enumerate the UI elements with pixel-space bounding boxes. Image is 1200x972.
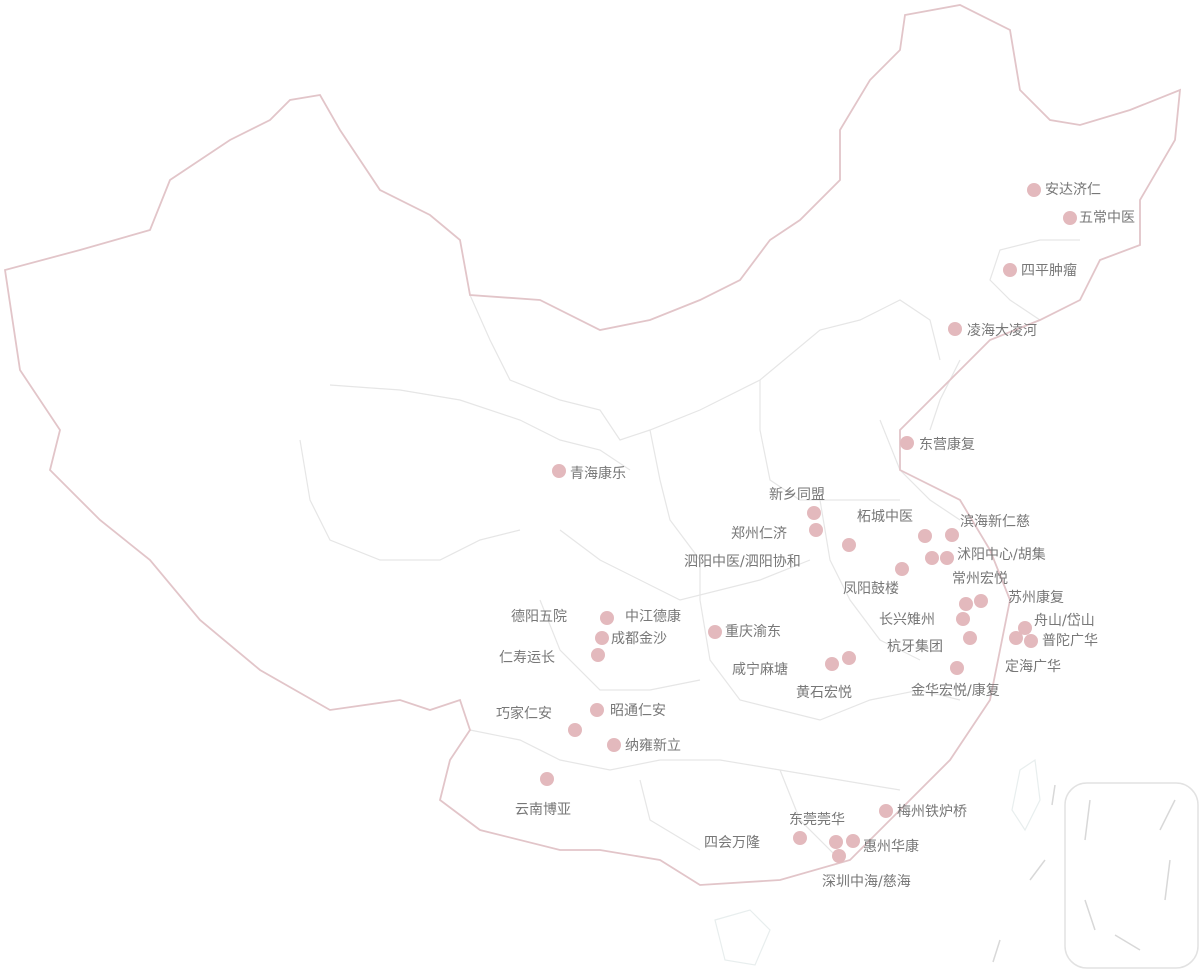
marker-label: 重庆渝东 xyxy=(725,624,781,640)
marker-label: 东营康复 xyxy=(919,437,975,453)
marker-label: 凤阳鼓楼 xyxy=(843,581,899,597)
marker-label: 昭通仁安 xyxy=(610,703,666,719)
map-marker[interactable] xyxy=(842,651,856,665)
map-marker[interactable] xyxy=(607,738,621,752)
marker-label: 普陀广华 xyxy=(1042,633,1098,649)
marker-label: 东莞莞华 xyxy=(789,812,845,828)
marker-label: 梅州铁炉桥 xyxy=(897,804,967,820)
marker-label: 柘城中医 xyxy=(857,509,913,525)
map-marker[interactable] xyxy=(1018,621,1032,635)
marker-label: 德阳五院 xyxy=(511,609,567,625)
map-marker[interactable] xyxy=(895,562,909,576)
taiwan-island xyxy=(1011,758,1041,832)
marker-label: 云南博亚 xyxy=(515,802,571,818)
map-marker[interactable] xyxy=(940,551,954,565)
map-marker[interactable] xyxy=(950,661,964,675)
marker-label: 成都金沙 xyxy=(611,631,667,647)
map-marker[interactable] xyxy=(807,506,821,520)
map-marker[interactable] xyxy=(974,594,988,608)
marker-label: 舟山/岱山 xyxy=(1034,613,1095,629)
marker-label: 滨海新仁慈 xyxy=(960,514,1030,530)
map-marker[interactable] xyxy=(568,723,582,737)
marker-label: 黄石宏悦 xyxy=(796,685,852,701)
marker-label: 沭阳中心/胡集 xyxy=(957,547,1046,563)
map-marker[interactable] xyxy=(591,648,605,662)
marker-label: 安达济仁 xyxy=(1045,182,1101,198)
map-marker[interactable] xyxy=(842,538,856,552)
marker-label: 苏州康复 xyxy=(1008,590,1064,606)
map-marker[interactable] xyxy=(948,322,962,336)
map-marker[interactable] xyxy=(1063,211,1077,225)
map-marker[interactable] xyxy=(590,703,604,717)
map-marker[interactable] xyxy=(825,657,839,671)
map-marker[interactable] xyxy=(945,528,959,542)
marker-label: 惠州华康 xyxy=(863,839,919,855)
map-marker[interactable] xyxy=(809,523,823,537)
marker-label: 中江德康 xyxy=(625,609,681,625)
province-borders xyxy=(299,239,1080,861)
marker-label: 四平肿瘤 xyxy=(1021,263,1077,279)
map-marker[interactable] xyxy=(956,612,970,626)
map-marker[interactable] xyxy=(900,436,914,450)
map-marker[interactable] xyxy=(963,631,977,645)
map-marker[interactable] xyxy=(846,834,860,848)
marker-label: 仁寿运长 xyxy=(499,650,555,666)
map-marker[interactable] xyxy=(1027,183,1041,197)
map-marker[interactable] xyxy=(1024,634,1038,648)
marker-label: 郑州仁济 xyxy=(731,526,787,542)
map-marker[interactable] xyxy=(925,551,939,565)
country-border xyxy=(3,4,1182,886)
dash-lines xyxy=(992,784,1056,963)
marker-label: 纳雍新立 xyxy=(625,738,681,754)
marker-label: 四会万隆 xyxy=(704,835,760,851)
marker-label: 五常中医 xyxy=(1079,210,1135,226)
map-marker[interactable] xyxy=(959,597,973,611)
map-marker[interactable] xyxy=(793,831,807,845)
hainan-island xyxy=(714,909,771,966)
map-marker[interactable] xyxy=(600,611,614,625)
map-marker[interactable] xyxy=(708,625,722,639)
map-marker[interactable] xyxy=(918,529,932,543)
marker-label: 长兴雉州 xyxy=(879,612,935,628)
map-marker[interactable] xyxy=(829,835,843,849)
marker-label: 巧家仁安 xyxy=(496,706,552,722)
marker-label: 金华宏悦/康复 xyxy=(911,683,1000,699)
map-marker[interactable] xyxy=(1009,631,1023,645)
marker-label: 泗阳中医/泗阳协和 xyxy=(684,554,801,570)
map-marker[interactable] xyxy=(1003,263,1017,277)
map-marker[interactable] xyxy=(595,631,609,645)
map-marker[interactable] xyxy=(540,772,554,786)
marker-label: 深圳中海/慈海 xyxy=(822,874,911,890)
map-marker[interactable] xyxy=(879,804,893,818)
south-china-sea-inset xyxy=(1064,782,1199,969)
marker-label: 常州宏悦 xyxy=(952,571,1008,587)
map-marker[interactable] xyxy=(552,464,566,478)
map-marker[interactable] xyxy=(832,849,846,863)
marker-label: 杭牙集团 xyxy=(887,639,943,655)
marker-label: 凌海大凌河 xyxy=(967,323,1037,339)
marker-label: 咸宁麻塘 xyxy=(732,662,788,678)
marker-label: 定海广华 xyxy=(1005,659,1061,675)
marker-label: 青海康乐 xyxy=(570,466,626,482)
marker-label: 新乡同盟 xyxy=(769,487,825,503)
